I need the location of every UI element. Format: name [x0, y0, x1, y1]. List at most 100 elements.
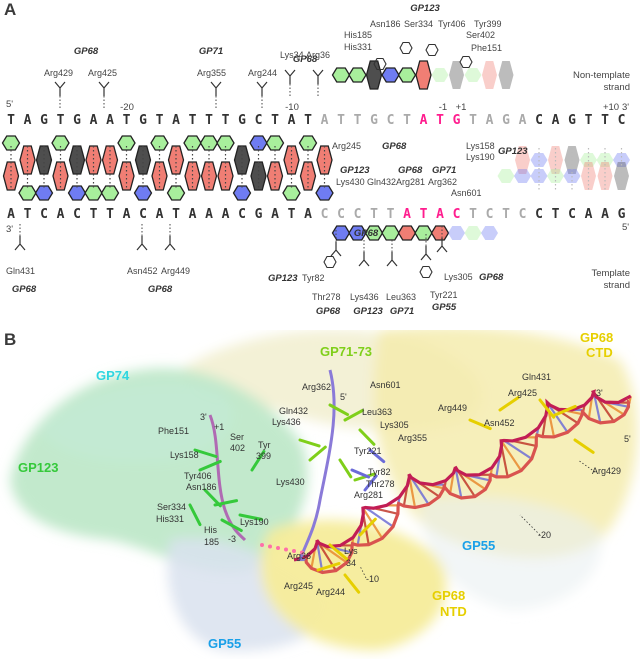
top-base-block: [167, 145, 185, 175]
b-asn601: Asn601: [370, 380, 401, 390]
gp68-label-lys305: GP68: [479, 272, 504, 283]
gp71-label: GP71: [199, 46, 223, 57]
top-base-letter: T: [222, 113, 230, 128]
bottom-base-letter: A: [601, 207, 609, 222]
b-lys305: Lys305: [380, 420, 409, 430]
top-flipped-base: [464, 68, 482, 82]
top-base-letter: A: [552, 113, 560, 128]
bottom-base-letter: C: [354, 207, 362, 222]
contact-glyph: [164, 236, 176, 251]
gp68-label-arg245: GP68: [382, 141, 407, 152]
template-single-strand: [298, 369, 336, 561]
contact-glyph: [284, 69, 296, 84]
subunit-gp68-ctd-2: CTD: [586, 345, 613, 360]
residue-arg245: Arg245: [332, 141, 361, 151]
template-label: Template: [591, 268, 630, 279]
b-gln431: Gln431: [522, 372, 551, 382]
aromatic-ring-icon: [399, 41, 413, 55]
top-base-letter: A: [172, 113, 180, 128]
top-base-letter: T: [7, 113, 15, 128]
bottom-base-letter: G: [618, 207, 626, 222]
top-flipped-base: [348, 67, 367, 83]
residue-stick: [338, 458, 353, 479]
top-base-block: [515, 146, 530, 174]
b-arg245: Arg245: [284, 581, 313, 591]
residue-stick: [298, 438, 321, 448]
panel-b-letter: B: [4, 330, 17, 349]
b-asn186: Asn186: [186, 482, 217, 492]
top-flipped-base: [482, 61, 497, 89]
bottom-base-block: [2, 161, 20, 191]
subunit-gp71-73: GP71-73: [320, 344, 372, 359]
gp123-label-tyr82: GP123: [268, 273, 298, 284]
subunit-gp68-ntd-2: NTD: [440, 604, 467, 619]
dna-base-rung: [500, 440, 523, 472]
subunit-gp74: GP74: [96, 368, 130, 383]
residue-tyr406: Tyr406: [438, 19, 466, 29]
gp68-label-asn452: GP68: [148, 284, 173, 295]
residue-stick: [198, 459, 222, 472]
bottom-base-letter: C: [486, 207, 494, 222]
b-his-num: 185: [204, 537, 219, 547]
top-base-letter: C: [618, 113, 626, 128]
bottom-base-block: [315, 185, 334, 201]
residue-arg355: Arg355: [197, 68, 226, 78]
residue-arg244: Arg244: [248, 68, 277, 78]
top-base-block: [117, 135, 136, 151]
top-base-letter: T: [156, 113, 164, 128]
bottom-base-letter: A: [304, 207, 312, 222]
panel-a-letter: A: [4, 0, 17, 19]
bottom-base-block: [18, 185, 37, 201]
bottom-base-block: [151, 161, 168, 191]
position-minus20: -20: [120, 102, 134, 113]
b-ser334: Ser334: [157, 502, 186, 512]
template-base-block: [414, 225, 433, 241]
top-base-letter: G: [370, 113, 378, 128]
top-flipped-base: [397, 67, 417, 83]
bottom-base-letter: A: [7, 207, 15, 222]
bottom-base-letter: C: [238, 207, 246, 222]
b-asn452: Asn452: [484, 418, 515, 428]
residue-arg362: Arg362: [428, 177, 457, 187]
disordered-gap-dot: [260, 543, 264, 547]
b-arg425: Arg425: [508, 388, 537, 398]
template-base-block: [430, 225, 450, 241]
gp68-label-bottom-a: GP68: [398, 165, 423, 176]
residue-stick: [353, 472, 376, 482]
bottom-base-block: [52, 161, 69, 191]
top-base-letter: G: [568, 113, 576, 128]
b-leu363: Leu363: [362, 407, 392, 417]
gp55-label-tyr221: GP55: [432, 302, 457, 313]
bottom-base-letter: A: [57, 207, 65, 222]
dna-base-rung: [364, 506, 394, 528]
aromatic-ring-icon: [373, 57, 387, 71]
bottom-base-letter: T: [172, 207, 180, 222]
top-base-letter: T: [205, 113, 213, 128]
residue-leu363: Leu363: [386, 292, 416, 302]
residue-asn601: Asn601: [451, 188, 482, 198]
template-base-block: [381, 225, 400, 241]
residue-stick: [220, 518, 243, 533]
b-tyr: Tyr: [258, 440, 271, 450]
aromatic-ring-icon: [425, 43, 439, 57]
subunit-gp55-bottom: GP55: [208, 636, 241, 651]
b-arg355: Arg355: [398, 433, 427, 443]
top-base-block: [298, 135, 318, 151]
top-base-letter: G: [238, 113, 246, 128]
residue-stick: [213, 499, 239, 507]
b-gln432: Gln432: [279, 406, 308, 416]
aromatic-ring-icon: [419, 265, 433, 279]
residue-lys305: Lys305: [444, 272, 473, 282]
residue-stick: [328, 543, 349, 561]
dna-base-rung: [373, 507, 399, 515]
top-base-block: [35, 145, 53, 175]
b-plus1: +1: [214, 422, 224, 432]
top-base-letter: T: [57, 113, 65, 128]
top-base-letter: C: [535, 113, 543, 128]
dna-base-rung: [500, 445, 509, 478]
bottom-base-block: [200, 161, 218, 191]
residue-arg281: Arg281: [396, 177, 425, 187]
top-five-prime: 5': [6, 99, 13, 110]
bottom-base-block: [34, 185, 54, 201]
